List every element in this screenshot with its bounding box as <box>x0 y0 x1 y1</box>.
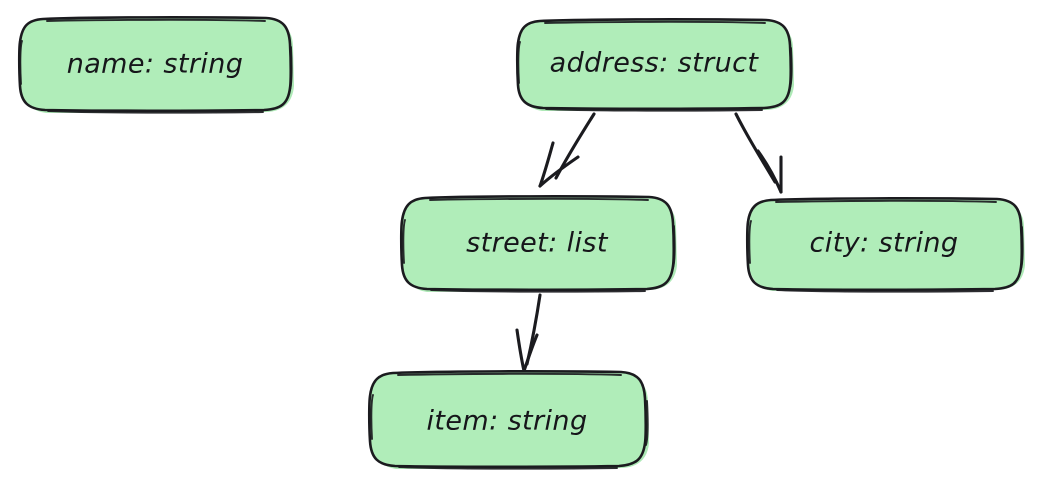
node-name-fill <box>19 18 290 110</box>
edge-address-to-street <box>538 112 596 188</box>
node-name-label: name: string <box>67 49 244 80</box>
node-name-border <box>17 16 293 113</box>
edge-street-to-item <box>515 293 542 373</box>
edge-address-to-street-arrowhead-right <box>538 155 580 188</box>
node-street[interactable]: street: list <box>399 195 677 293</box>
edge-street-to-item-arrowhead-right <box>522 333 539 373</box>
node-item[interactable]: item: string <box>367 370 649 470</box>
node-address-label: address: struct <box>550 48 760 79</box>
node-city-fill <box>748 199 1021 288</box>
node-street-fill <box>402 197 673 289</box>
node-name-border-sketch <box>19 18 293 114</box>
node-address[interactable]: address: struct <box>515 18 794 112</box>
node-name[interactable]: name: string <box>17 16 294 114</box>
node-street-label: street: list <box>466 228 609 259</box>
edge-address-to-city-line <box>734 112 777 184</box>
node-address-border <box>515 18 793 111</box>
node-city-label: city: string <box>810 228 959 259</box>
node-item-border <box>367 370 648 469</box>
node-address-fill <box>517 20 790 108</box>
node-item-border-sketch <box>370 372 649 470</box>
node-address-border-sketch <box>517 20 793 112</box>
node-city-border-sketch <box>748 199 1024 293</box>
edge-address-to-street-arrowhead-left <box>538 141 555 188</box>
node-city-border <box>745 197 1024 292</box>
node-street-border <box>399 195 676 292</box>
node-item-label: item: string <box>427 406 588 437</box>
edge-address-to-city-arrowhead-left <box>756 149 783 194</box>
node-street-border-sketch <box>402 197 676 293</box>
node-city[interactable]: city: string <box>745 197 1025 293</box>
node-item-fill <box>370 372 645 466</box>
edge-street-to-item-arrowhead-left <box>515 328 526 373</box>
edge-address-to-city <box>734 112 783 194</box>
